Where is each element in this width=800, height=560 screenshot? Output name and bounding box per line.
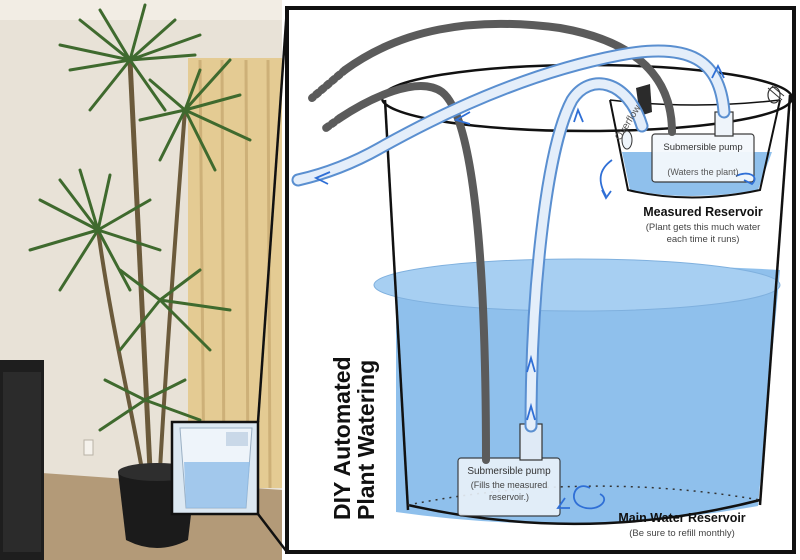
measured-reservoir-note-1: (Plant gets this much water bbox=[646, 222, 761, 233]
main-reservoir-title: Main Water Reservoir bbox=[618, 511, 745, 525]
measured-reservoir-title: Measured Reservoir bbox=[643, 205, 763, 219]
callout-line-top bbox=[256, 7, 289, 423]
callout-line-bottom bbox=[257, 513, 288, 553]
upper-pump-label: Submersible pump bbox=[663, 142, 742, 153]
water-tubes bbox=[291, 44, 731, 433]
diagram-title-line-2: Plant Watering bbox=[353, 359, 379, 520]
plant-photo bbox=[0, 0, 282, 560]
upper-pump bbox=[651, 111, 755, 183]
lower-pump-note-1: (Fills the measured bbox=[471, 480, 548, 490]
lower-pump-note-2: reservoir.) bbox=[489, 492, 529, 502]
upper-pump-note: (Waters the plant) bbox=[667, 167, 738, 177]
flow-arrows bbox=[313, 63, 756, 510]
main-reservoir-note: (Be sure to refill monthly) bbox=[629, 528, 735, 539]
diagram-title-line-1: DIY Automated bbox=[329, 356, 355, 520]
diagram-title: DIY Automated Plant Watering bbox=[329, 290, 379, 520]
lower-pump bbox=[457, 423, 561, 517]
lower-pump-label: Submersible pump bbox=[467, 466, 551, 477]
measured-reservoir-note-2: each time it runs) bbox=[667, 234, 740, 245]
